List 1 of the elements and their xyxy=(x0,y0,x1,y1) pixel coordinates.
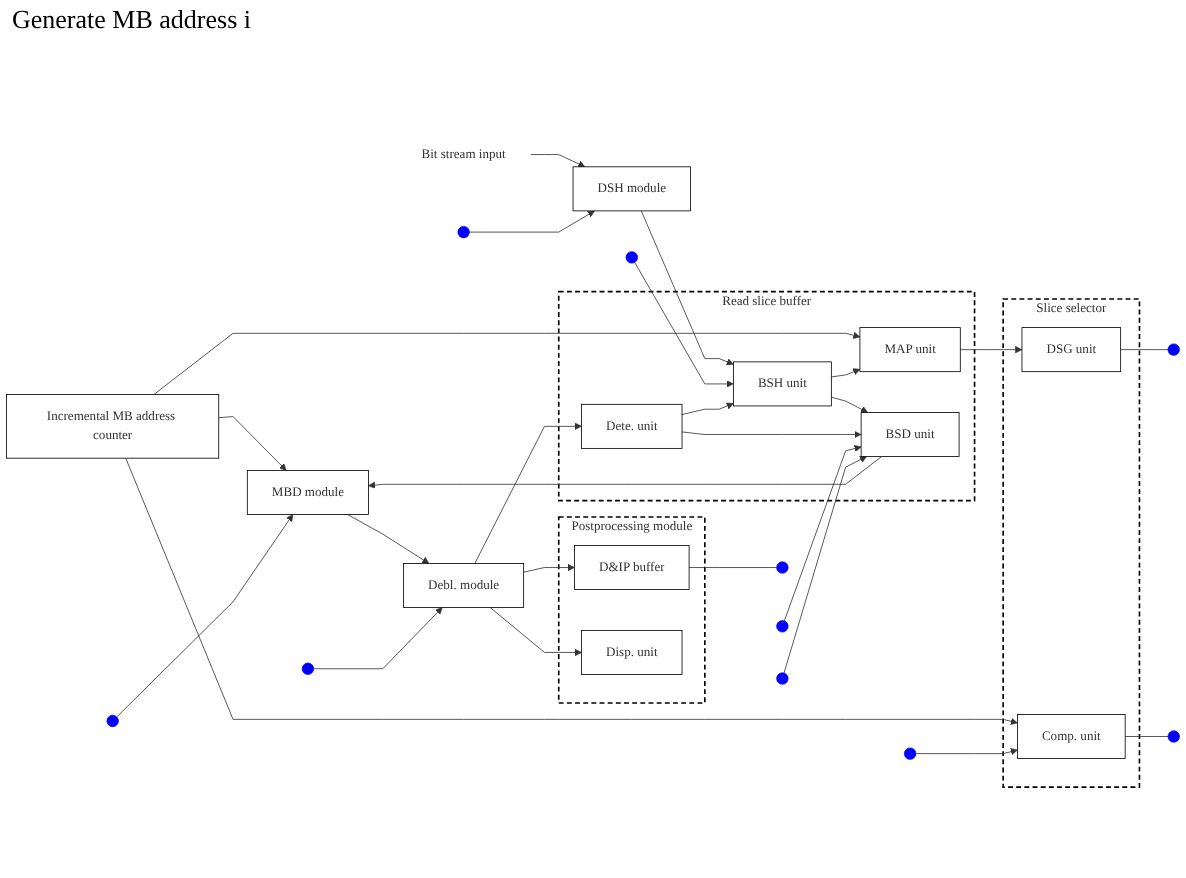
note-label: Generate MB address i xyxy=(12,4,251,34)
